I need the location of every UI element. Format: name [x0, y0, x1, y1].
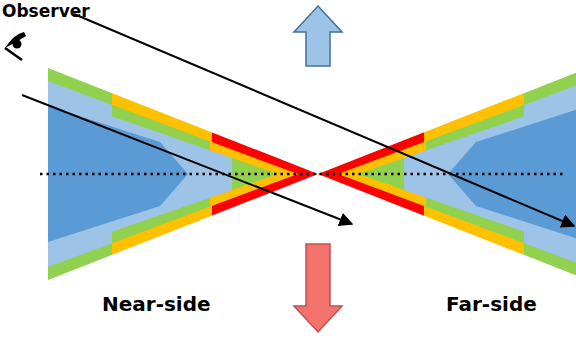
- side-label: Near-side: [102, 294, 211, 314]
- far-side-cone: [314, 0, 576, 338]
- axis-line: [40, 173, 566, 176]
- sightline: [22, 95, 352, 224]
- side-label: Far-side: [446, 294, 537, 314]
- observer-label: Observer: [2, 3, 90, 20]
- up-arrow: [294, 6, 342, 66]
- eye-icon: [5, 32, 26, 60]
- down-arrow: [294, 244, 342, 332]
- sightline: [74, 14, 574, 226]
